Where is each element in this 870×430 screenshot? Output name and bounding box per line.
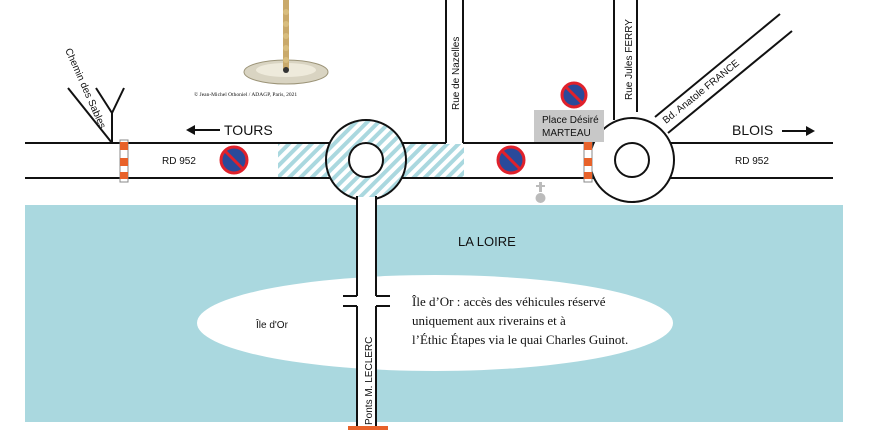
credit-text: © Jean-Michel Othoniel / ADAGP, Paris, 2… bbox=[194, 91, 297, 98]
bridge-ponts-leclerc bbox=[343, 196, 390, 430]
roundabout-west bbox=[325, 119, 407, 201]
barrier-icon bbox=[119, 139, 129, 183]
place-label-line1: Place Désiré bbox=[542, 115, 599, 126]
island-note-line3: l’Éthic Étapes via le quai Charles Guino… bbox=[412, 332, 628, 347]
no-parking-sign-icon bbox=[560, 81, 588, 109]
arrow-right-icon bbox=[782, 126, 815, 136]
cross-icon bbox=[535, 182, 546, 203]
arrow-left-icon bbox=[186, 125, 220, 135]
place-label-line2: MARTEAU bbox=[542, 128, 591, 139]
place-label-bg bbox=[534, 110, 604, 142]
label-bd-anatole-france: Bd. Anatole FRANCE bbox=[661, 58, 742, 127]
label-rd952-east: RD 952 bbox=[735, 156, 769, 167]
no-parking-sign-icon bbox=[219, 145, 249, 175]
hatched-zone-east bbox=[398, 144, 464, 177]
island-note-line2: uniquement aux riverains et à bbox=[412, 313, 566, 328]
label-ponts-leclerc: Ponts M. LECLERC bbox=[364, 337, 375, 425]
label-rue-de-nazelles: Rue de Nazelles bbox=[451, 37, 462, 110]
road-rue-de-nazelles bbox=[445, 0, 464, 143]
sculpture-icon bbox=[243, 0, 329, 85]
direction-blois: BLOIS bbox=[732, 122, 773, 138]
barrier-icon bbox=[348, 426, 388, 430]
island-ile-dor bbox=[197, 275, 673, 371]
roundabout-east bbox=[589, 117, 675, 203]
label-rue-jules-ferry: Rue Jules FERRY bbox=[624, 19, 635, 100]
hatched-zone-west bbox=[278, 144, 334, 177]
no-parking-sign-icon bbox=[496, 145, 526, 175]
river-label: LA LOIRE bbox=[458, 234, 516, 249]
road-bd-anatole-france bbox=[654, 13, 793, 134]
island-note-line1: Île d’Or : accès des véhicules réservé bbox=[412, 294, 606, 309]
road-rue-jules-ferry bbox=[613, 0, 638, 120]
road-chemin-des-sables bbox=[67, 87, 125, 144]
road-rd952 bbox=[25, 142, 833, 179]
island-label: Île d'Or bbox=[255, 318, 289, 331]
label-rd952-west: RD 952 bbox=[162, 156, 196, 167]
direction-tours: TOURS bbox=[224, 122, 273, 138]
barrier-icon bbox=[583, 139, 593, 183]
